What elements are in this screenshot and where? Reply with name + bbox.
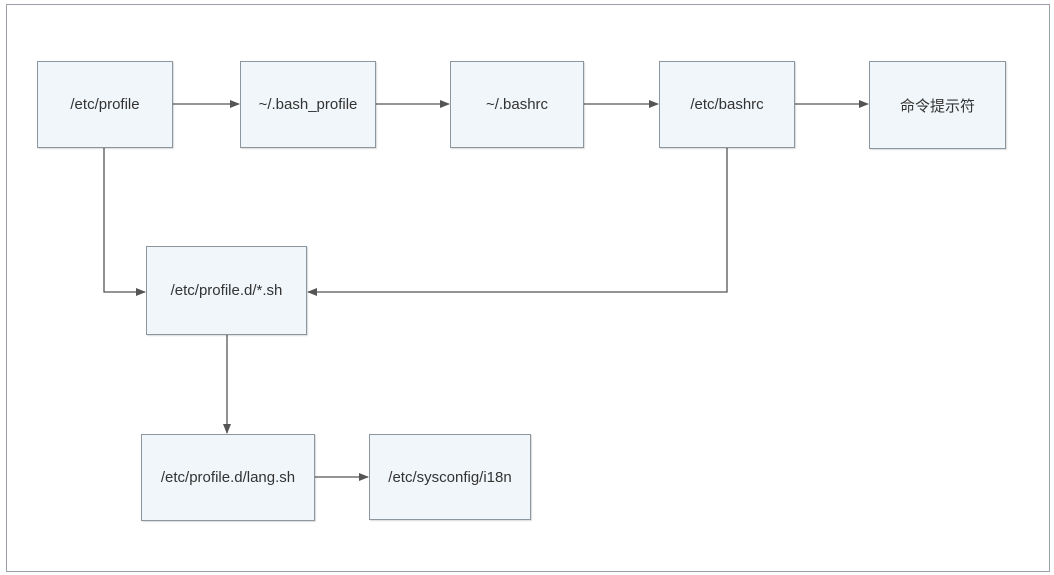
node-etc-profile: /etc/profile <box>37 61 173 148</box>
node-bash-profile-label: ~/.bash_profile <box>258 96 358 113</box>
node-etc-bashrc: /etc/bashrc <box>659 61 795 148</box>
node-bash-profile: ~/.bash_profile <box>240 61 376 148</box>
node-sysconfig-i18n-label: /etc/sysconfig/i18n <box>388 468 512 486</box>
edge-bashrc-etc-to-profile-d <box>307 148 728 296</box>
node-sysconfig-i18n: /etc/sysconfig/i18n <box>369 434 531 520</box>
node-lang-sh: /etc/profile.d/lang.sh <box>141 434 315 521</box>
node-command-prompt-label: 命令提示符 <box>899 96 975 115</box>
edge-etc-profile-to-profile-d <box>103 148 146 296</box>
node-profile-d-sh: /etc/profile.d/*.sh <box>146 246 307 335</box>
node-lang-sh-label: /etc/profile.d/lang.sh <box>160 469 296 486</box>
node-bashrc-home: ~/.bashrc <box>450 61 584 148</box>
node-etc-bashrc-label: /etc/bashrc <box>690 96 764 113</box>
node-command-prompt: 命令提示符 <box>869 61 1006 149</box>
node-bashrc-home-label: ~/.bashrc <box>485 96 549 113</box>
node-etc-profile-label: /etc/profile <box>70 96 140 113</box>
node-profile-d-sh-label: /etc/profile.d/*.sh <box>170 282 283 299</box>
diagram-frame <box>6 4 1050 572</box>
